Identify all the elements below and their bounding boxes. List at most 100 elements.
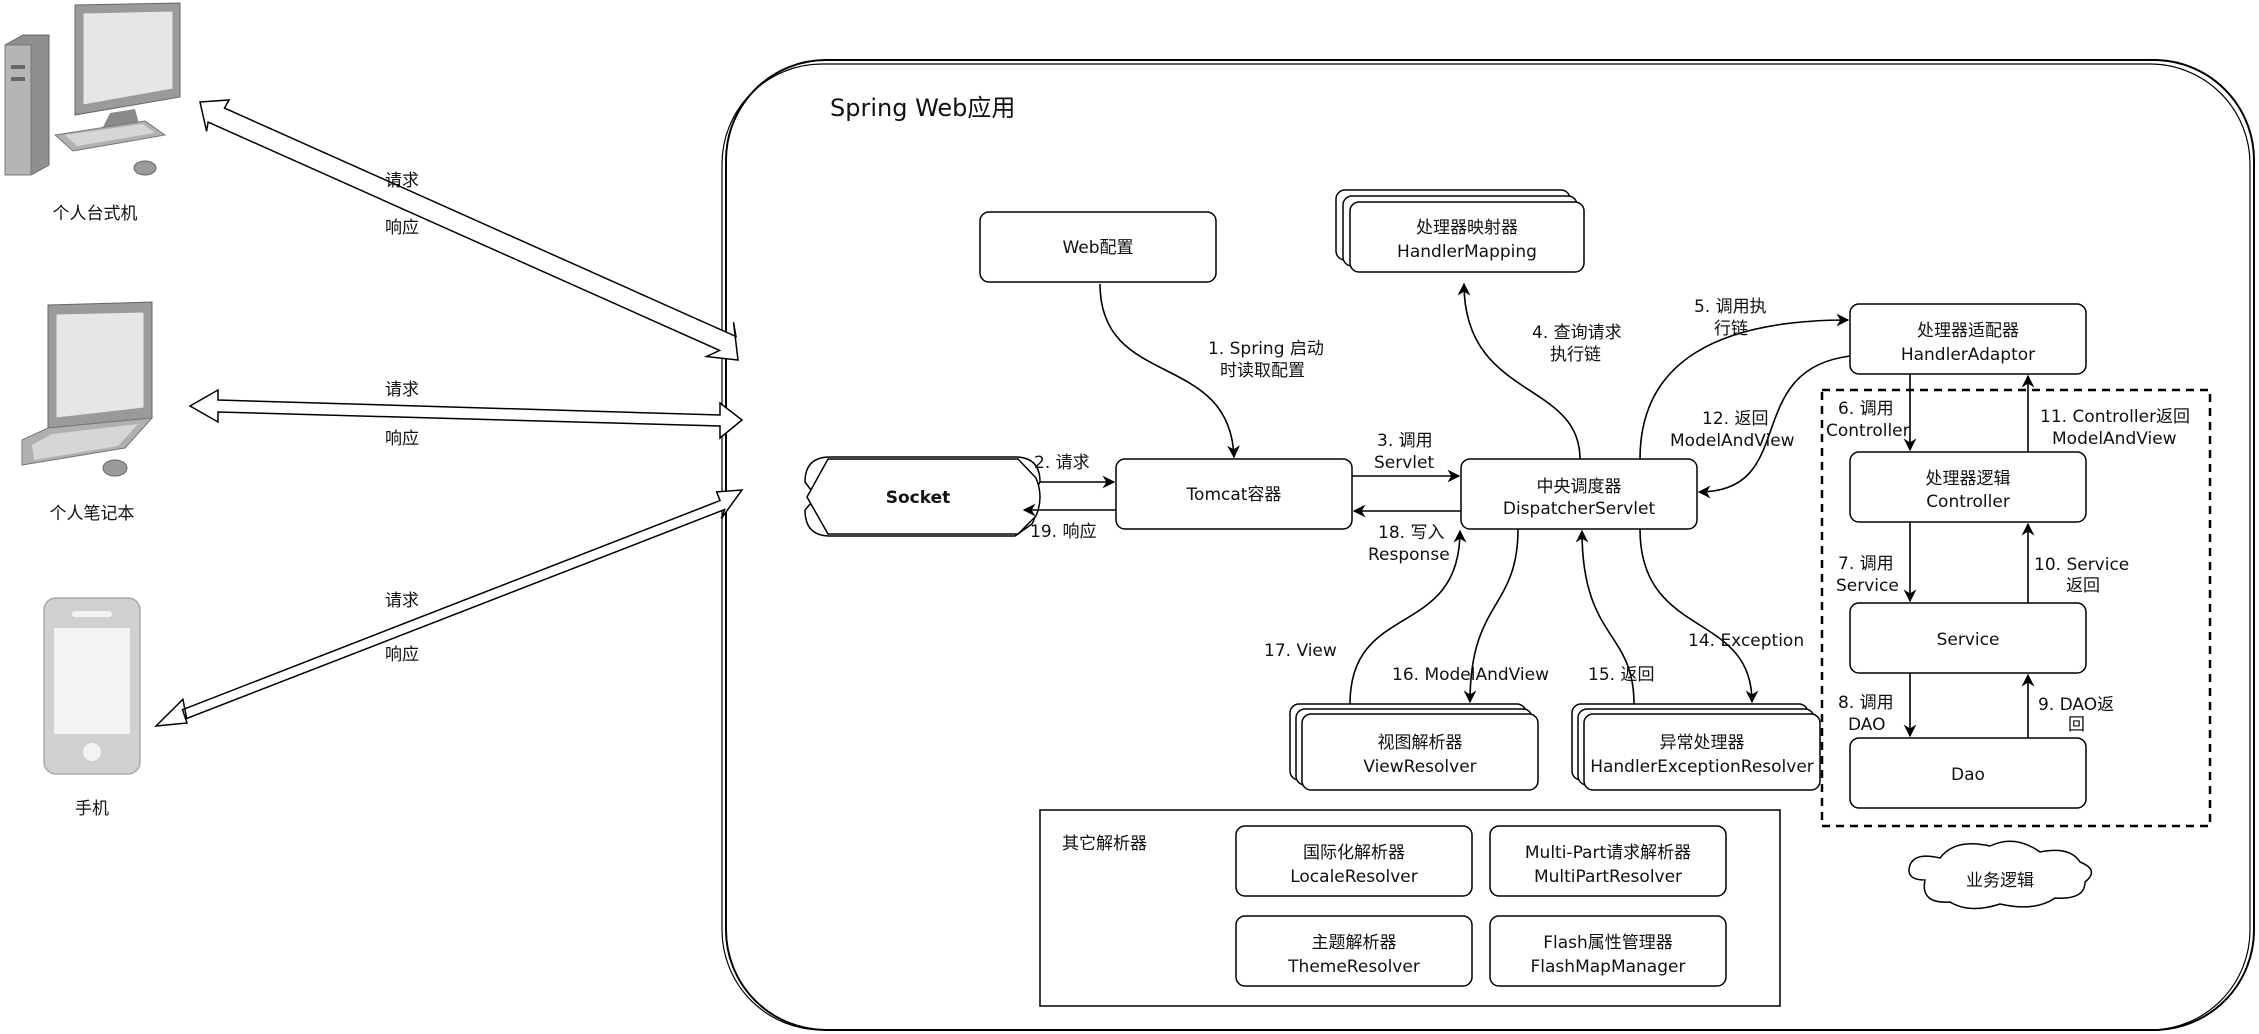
view-resolver-node[interactable]: 视图解析器 ViewResolver <box>1289 703 1539 791</box>
svg-text:Multi-Part请求解析器: Multi-Part请求解析器 <box>1525 843 1691 863</box>
business-logic-group <box>1820 388 2212 828</box>
web-config-node[interactable]: Web配置 <box>979 211 1217 283</box>
svg-text:ViewResolver: ViewResolver <box>1363 757 1476 777</box>
edge-label-e18-b: Response <box>1368 545 1450 565</box>
edge-label-e11-a: 11. Controller返回 <box>2040 407 2190 427</box>
edge-label-e1-b: 时读取配置 <box>1220 361 1305 381</box>
svg-text:DispatcherServlet: DispatcherServlet <box>1503 499 1656 519</box>
service-node[interactable]: Service <box>1849 602 2087 674</box>
edge-label-e6-b: Controller <box>1826 421 1910 441</box>
edge-label-e6-a: 6. 调用 <box>1838 399 1894 419</box>
edge-label-e4-a: 4. 查询请求 <box>1532 323 1622 343</box>
client-label-desktop: 个人台式机 <box>53 204 138 224</box>
svg-text:Flash属性管理器: Flash属性管理器 <box>1543 933 1673 953</box>
edge-label-e1-a: 1. Spring 启动 <box>1208 339 1324 359</box>
client-arrow-phone-request: 请求 <box>385 591 419 611</box>
edge-label-e3-b: Servlet <box>1374 453 1434 473</box>
edge-e4 <box>1457 282 1581 460</box>
client-arrow-desktop <box>199 99 739 361</box>
dao-node[interactable]: Dao <box>1849 737 2087 809</box>
svg-text:MultiPartResolver: MultiPartResolver <box>1534 867 1682 887</box>
other-resolvers-label: 其它解析器 <box>1062 834 1147 854</box>
edge-label-e5-b: 行链 <box>1714 319 1748 339</box>
svg-text:HandlerAdaptor: HandlerAdaptor <box>1901 345 2035 365</box>
edge-label-e17: 17. View <box>1264 641 1337 661</box>
svg-text:Tomcat容器: Tomcat容器 <box>1186 485 1282 505</box>
svg-text:Web配置: Web配置 <box>1062 238 1133 258</box>
client-label-phone: 手机 <box>75 799 109 819</box>
client-arrow-desktop-request: 请求 <box>385 171 419 191</box>
socket-node[interactable]: Socket <box>804 456 1041 537</box>
desktop-computer-icon <box>4 2 181 176</box>
svg-text:处理器适配器: 处理器适配器 <box>1917 321 2019 341</box>
edge-label-e2: 2. 请求 <box>1034 453 1090 473</box>
edge-e17 <box>1349 529 1467 705</box>
edge-label-e18-a: 18. 写入 <box>1378 523 1444 543</box>
edge-e15 <box>1575 529 1635 705</box>
connectors <box>1022 282 2035 738</box>
dispatcher-servlet-node[interactable]: 中央调度器 DispatcherServlet <box>1460 458 1698 530</box>
svg-text:异常处理器: 异常处理器 <box>1660 733 1745 753</box>
edge-e5 <box>1639 313 1850 460</box>
mobile-phone-icon <box>43 597 141 775</box>
edge-label-e9-b: 回 <box>2068 715 2085 735</box>
svg-text:Service: Service <box>1937 630 2000 650</box>
svg-text:视图解析器: 视图解析器 <box>1378 733 1463 753</box>
svg-text:Dao: Dao <box>1951 765 1985 785</box>
edge-label-e19: 19. 响应 <box>1030 522 1096 542</box>
svg-text:HandlerExceptionResolver: HandlerExceptionResolver <box>1590 757 1814 777</box>
client-arrow-laptop-request: 请求 <box>385 380 419 400</box>
svg-text:中央调度器: 中央调度器 <box>1537 477 1622 497</box>
svg-text:主题解析器: 主题解析器 <box>1312 933 1397 953</box>
edge-label-e9-a: 9. DAO返 <box>2038 695 2114 715</box>
svg-text:处理器逻辑: 处理器逻辑 <box>1926 469 2011 489</box>
edge-label-e5-a: 5. 调用执 <box>1694 297 1767 317</box>
edge-e12 <box>1697 355 1851 499</box>
client-arrow-phone <box>153 489 744 727</box>
edge-label-e14: 14. Exception <box>1688 631 1804 651</box>
locale-resolver-node[interactable]: 国际化解析器 LocaleResolver <box>1235 825 1473 897</box>
edge-label-e3-a: 3. 调用 <box>1377 431 1433 451</box>
app-title: Spring Web应用 <box>830 94 1015 122</box>
edge-label-e8-b: DAO <box>1848 715 1886 735</box>
client-arrow-desktop-response: 响应 <box>385 218 419 238</box>
svg-text:国际化解析器: 国际化解析器 <box>1303 843 1405 863</box>
svg-text:HandlerMapping: HandlerMapping <box>1397 242 1537 262</box>
edge-label-e7-a: 7. 调用 <box>1838 554 1894 574</box>
theme-resolver-node[interactable]: 主题解析器 ThemeResolver <box>1235 915 1473 987</box>
client-arrow-phone-response: 响应 <box>385 645 419 665</box>
multipart-resolver-node[interactable]: Multi-Part请求解析器 MultiPartResolver <box>1489 825 1727 897</box>
laptop-computer-icon <box>21 301 154 477</box>
client-label-laptop: 个人笔记本 <box>50 504 135 524</box>
tomcat-node[interactable]: Tomcat容器 <box>1115 458 1353 530</box>
svg-text:ThemeResolver: ThemeResolver <box>1287 957 1420 977</box>
business-logic-cloud: 业务逻辑 <box>1908 840 2093 910</box>
edge-label-e10-b: 返回 <box>2066 576 2100 596</box>
edge-e16 <box>1463 528 1519 704</box>
edge-label-e4-b: 执行链 <box>1550 345 1601 365</box>
edge-label-e11-b: ModelAndView <box>2052 429 2177 449</box>
client-arrow-laptop-response: 响应 <box>385 429 419 449</box>
edge-label-e15: 15. 返回 <box>1588 665 1654 685</box>
edge-label-e12-b: ModelAndView <box>1670 431 1795 451</box>
edge-label-e16: 16. ModelAndView <box>1392 665 1549 685</box>
svg-text:Controller: Controller <box>1926 492 2010 512</box>
svg-text:LocaleResolver: LocaleResolver <box>1290 867 1418 887</box>
svg-text:Socket: Socket <box>886 488 951 508</box>
edge-label-e8-a: 8. 调用 <box>1838 693 1894 713</box>
edge-e1 <box>1099 283 1240 459</box>
exception-resolver-node[interactable]: 异常处理器 HandlerExceptionResolver <box>1571 703 1821 791</box>
business-logic-label: 业务逻辑 <box>1966 871 2034 891</box>
edge-label-e10-a: 10. Service <box>2034 555 2129 575</box>
controller-node[interactable]: 处理器逻辑 Controller <box>1849 451 2087 523</box>
svg-text:处理器映射器: 处理器映射器 <box>1416 218 1518 238</box>
flashmap-manager-node[interactable]: Flash属性管理器 FlashMapManager <box>1489 915 1727 987</box>
edge-label-e12-a: 12. 返回 <box>1702 409 1768 429</box>
handler-mapping-node[interactable]: 处理器映射器 HandlerMapping <box>1335 189 1585 273</box>
svg-text:FlashMapManager: FlashMapManager <box>1531 957 1686 977</box>
edge-e14 <box>1639 528 1759 704</box>
edge-labels: 1. Spring 启动 时读取配置 2. 请求 3. 调用 Servlet 4… <box>1030 297 2190 735</box>
edge-label-e7-b: Service <box>1836 576 1899 596</box>
handler-adaptor-node[interactable]: 处理器适配器 HandlerAdaptor <box>1849 303 2087 375</box>
